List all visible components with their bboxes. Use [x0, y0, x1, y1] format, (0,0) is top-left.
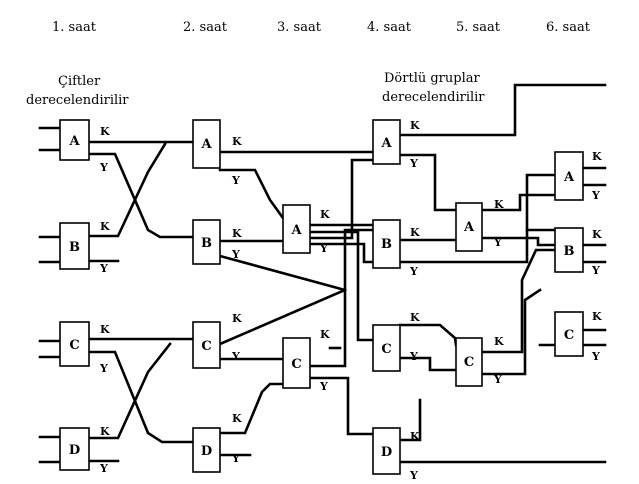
y-label: Y	[231, 350, 240, 363]
stage2-box-d: D	[192, 427, 221, 473]
y-label: Y	[99, 262, 108, 275]
output-labels: K Y K Y K Y K Y K Y K Y K Y K Y K Y K Y …	[99, 119, 602, 482]
box-label: A	[380, 136, 392, 151]
k-label: K	[592, 228, 602, 241]
k-label: K	[410, 311, 420, 324]
stage1-box-c: C	[59, 321, 90, 367]
k-label: K	[320, 208, 330, 221]
y-label: Y	[591, 189, 600, 202]
box-label: C	[201, 339, 211, 354]
stage5-box-a: A	[455, 202, 483, 252]
box-label: C	[381, 342, 391, 357]
k-label: K	[232, 227, 242, 240]
y-label: Y	[319, 242, 328, 255]
stage2-box-a: A	[192, 119, 221, 169]
caption-groups-line1: Dörtlü gruplar	[384, 71, 480, 86]
stage5-box-c: C	[455, 337, 483, 387]
connection-wires	[38, 83, 607, 464]
box-label: A	[290, 223, 302, 238]
box-label: C	[291, 357, 301, 372]
y-label: Y	[99, 462, 108, 475]
y-label: Y	[231, 248, 240, 261]
stage4-box-b: B	[372, 219, 401, 269]
y-label: Y	[99, 161, 108, 174]
stage1-box-a: A	[59, 119, 90, 161]
stage1-box-d: D	[59, 427, 90, 471]
k-label: K	[592, 310, 602, 323]
caption-groups-line2: derecelendirilir	[382, 90, 485, 105]
box-label: C	[464, 355, 474, 370]
stage2-box-b: B	[192, 219, 221, 265]
stage6-box-b: B	[554, 227, 584, 273]
box-label: A	[563, 170, 575, 185]
stage6-box-a: A	[554, 151, 584, 201]
hour-label-2: 2. saat	[183, 20, 228, 35]
stage3-box-c: C	[282, 337, 311, 389]
k-label: K	[592, 150, 602, 163]
k-label: K	[320, 328, 330, 341]
y-label: Y	[409, 469, 418, 482]
k-label: K	[100, 220, 110, 233]
y-label: Y	[231, 174, 240, 187]
stage4-box-d: D	[372, 427, 401, 475]
y-label: Y	[493, 373, 502, 386]
hour-label-6: 6. saat	[546, 20, 591, 35]
stage2-box-c: C	[192, 321, 221, 369]
k-label: K	[100, 125, 110, 138]
stage3-box-a: A	[282, 204, 311, 254]
hour-label-3: 3. saat	[277, 20, 322, 35]
stage4-box-c: C	[372, 324, 401, 372]
caption-pairs-line2: derecelendirilir	[26, 93, 129, 108]
stage1-box-b: B	[59, 222, 90, 270]
stage4-box-a: A	[372, 119, 401, 165]
y-label: Y	[231, 452, 240, 465]
k-label: K	[494, 198, 504, 211]
y-label: Y	[99, 362, 108, 375]
k-label: K	[100, 323, 110, 336]
k-label: K	[100, 425, 110, 438]
k-label: K	[232, 412, 242, 425]
box-label: B	[381, 237, 392, 252]
k-label: K	[232, 135, 242, 148]
k-label: K	[410, 430, 420, 443]
box-label: A	[68, 134, 80, 149]
y-label: Y	[409, 157, 418, 170]
y-label: Y	[409, 265, 418, 278]
y-label: Y	[319, 380, 328, 393]
y-label: Y	[493, 236, 502, 249]
box-label: C	[69, 338, 79, 353]
k-label: K	[232, 312, 242, 325]
k-label: K	[410, 226, 420, 239]
stage6-box-c: C	[554, 311, 584, 357]
box-label: B	[69, 240, 80, 255]
k-label: K	[410, 119, 420, 132]
hour-label-1: 1. saat	[52, 20, 97, 35]
y-label: Y	[409, 350, 418, 363]
box-label: B	[201, 236, 212, 251]
box-label: A	[463, 220, 475, 235]
box-label: C	[564, 328, 574, 343]
hour-label-4: 4. saat	[367, 20, 412, 35]
k-label: K	[494, 335, 504, 348]
box-label: A	[200, 137, 212, 152]
box-label: B	[564, 244, 575, 259]
box-label: D	[69, 443, 80, 458]
hour-label-5: 5. saat	[456, 20, 501, 35]
caption-pairs-line1: Çiftler	[58, 74, 101, 89]
y-label: Y	[591, 350, 600, 363]
y-label: Y	[591, 264, 600, 277]
box-label: D	[201, 444, 212, 459]
box-label: D	[381, 445, 392, 460]
